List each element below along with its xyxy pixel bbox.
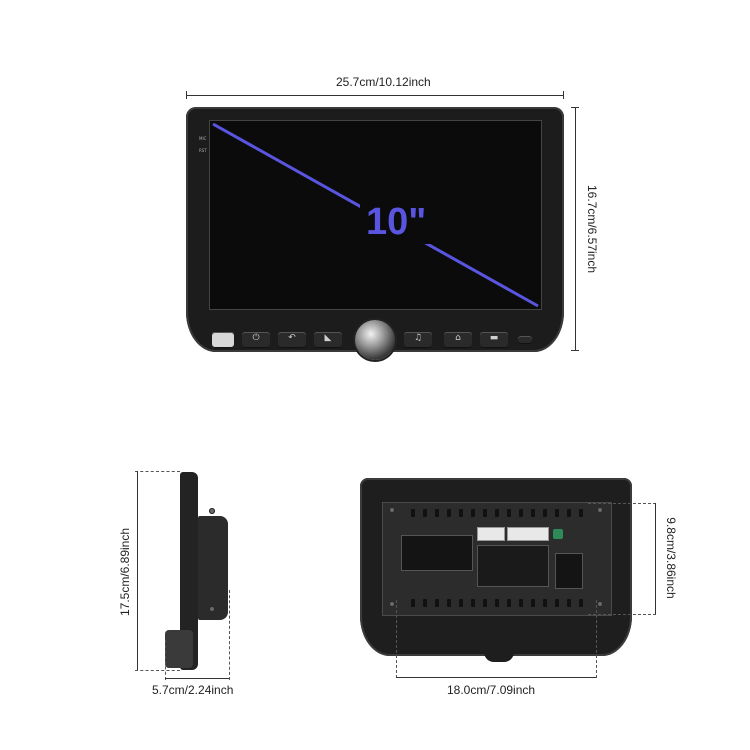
green-terminal (553, 529, 563, 539)
menu-button[interactable]: ▬ (480, 332, 508, 348)
side-height-label: 17.5cm/6.89inch (118, 527, 132, 617)
volume-knob[interactable] (355, 320, 395, 360)
menu-icon: ▬ (489, 333, 499, 343)
main-harness-port (401, 535, 473, 571)
power-icon: ⏻ (252, 333, 260, 343)
side-view-bracket (165, 630, 193, 668)
front-width-label: 25.7cm/10.12inch (336, 75, 431, 89)
display-screen: 10" (209, 120, 542, 310)
back-button[interactable]: ↶ (278, 332, 306, 348)
white-connector (477, 527, 505, 541)
back-icon: ↶ (288, 333, 296, 343)
side-view-chassis (198, 516, 228, 620)
mic-label: MIC (199, 136, 207, 141)
rst-label: RST (199, 148, 207, 153)
music-icon: ♫ (413, 333, 423, 343)
side-depth-label: 5.7cm/2.24inch (152, 683, 234, 697)
back-screw (597, 601, 603, 607)
back-height-label: 9.8cm/3.86inch (664, 517, 678, 599)
tf-card-slot (518, 336, 532, 344)
white-connector (507, 527, 549, 541)
navigation-icon: ◣ (324, 333, 332, 343)
home-button[interactable]: ⌂ (444, 332, 472, 348)
antenna-socket-block (555, 553, 583, 589)
rca-fins (477, 545, 549, 587)
back-screw (389, 601, 395, 607)
top-vents (411, 509, 591, 517)
side-screw (209, 508, 215, 514)
back-mount-tab (484, 648, 514, 662)
home-icon: ⌂ (455, 333, 461, 343)
screen-size-label: 10" (360, 201, 433, 244)
bottom-vents (411, 599, 591, 607)
side-screw (209, 606, 215, 612)
navigation-button[interactable]: ◣ (314, 332, 342, 348)
back-screw (597, 507, 603, 513)
back-screw (389, 507, 395, 513)
back-width-label: 18.0cm/7.09inch (447, 683, 536, 697)
usb-port (212, 332, 234, 348)
front-button-bar: ⏻ ↶ ◣ ♫ ⌂ ▬ (206, 326, 546, 354)
front-height-label: 16.7cm/6.57inch (585, 184, 599, 274)
power-button[interactable]: ⏻ (242, 332, 270, 348)
music-button[interactable]: ♫ (404, 332, 432, 348)
back-chassis-plate (382, 502, 612, 616)
side-view-frame (180, 472, 198, 670)
